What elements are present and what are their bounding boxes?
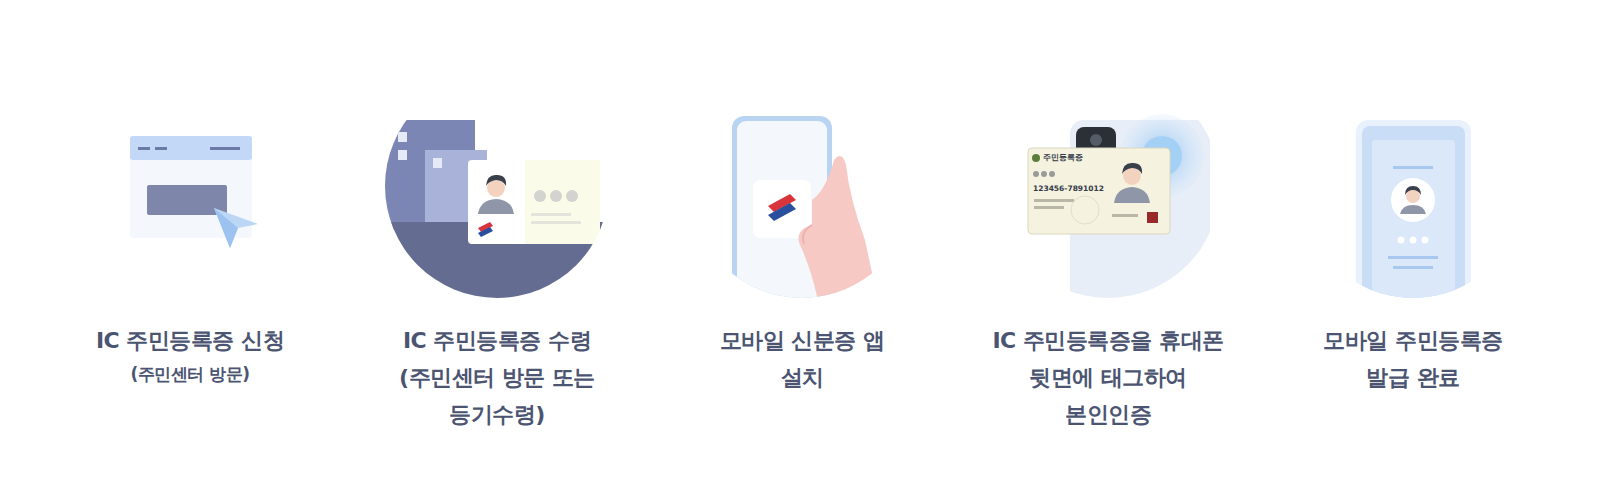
- step-title: IC 주민등록증 수령: [382, 322, 612, 359]
- step-title: IC 주민등록증 신청: [75, 322, 305, 359]
- circle-fill: [690, 74, 914, 298]
- step-circle: [690, 74, 914, 298]
- step-circle: [78, 74, 302, 298]
- step-note: (주민센터 방문 또는 등기수령): [390, 359, 605, 433]
- step-node: IC 주민등록증을 휴대폰 뒷면에 태그하여 본인인증: [958, 74, 1258, 433]
- step-title: 모바일 신분증 앱 설치: [720, 322, 885, 396]
- step-node: IC 주민등록증 수령(주민센터 방문 또는 등기수령): [347, 74, 647, 433]
- step-node: 모바일 신분증 앱 설치: [652, 74, 952, 396]
- circle-fill: [996, 74, 1220, 298]
- circle-fill: [1301, 74, 1525, 298]
- step-connector: [914, 185, 996, 188]
- browser-window-icon: [130, 136, 258, 248]
- step-title: IC 주민등록증을 휴대폰 뒷면에 태그하여 본인인증: [988, 322, 1228, 433]
- mobile-id-icon: [1356, 120, 1471, 320]
- step-connector: [302, 185, 385, 188]
- step-title: 모바일 주민등록증 발급 완료: [1313, 322, 1513, 396]
- step-circle: [385, 74, 609, 298]
- card-title: 주민등록증: [1043, 154, 1083, 162]
- step-connector: [1220, 185, 1301, 188]
- step-node: 모바일 주민등록증 발급 완료: [1263, 74, 1563, 396]
- id-card-icon: [468, 160, 600, 244]
- circle-fill: [385, 74, 609, 298]
- circle-fill: [78, 74, 302, 298]
- step-note: (주민센터 방문): [75, 359, 305, 389]
- phone-nfc-icon: [1070, 114, 1210, 310]
- id-card-icon: [1028, 148, 1170, 234]
- card-number: 123456-7891012: [1033, 185, 1104, 193]
- step-node: IC 주민등록증 신청(주민센터 방문): [40, 74, 340, 389]
- step-circle: [996, 74, 1220, 298]
- phone-app-icon: [732, 116, 880, 316]
- building-icon: [380, 120, 620, 302]
- step-circle: [1301, 74, 1525, 298]
- step-connector: [609, 185, 690, 188]
